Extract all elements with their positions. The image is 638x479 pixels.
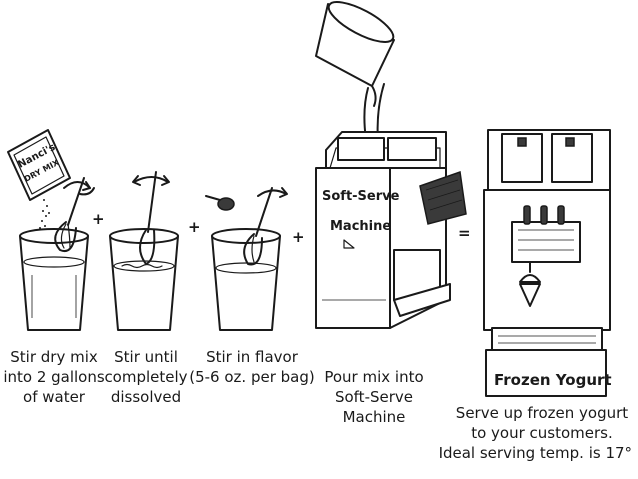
- caption-step-3: Stir in flavor (5-6 oz. per bag): [189, 348, 314, 386]
- soft-serve-machine-label-1: Soft-Serve: [322, 189, 400, 204]
- caption-step-2-line-3: dissolved: [111, 388, 181, 406]
- cup-3: [211, 228, 281, 331]
- frozen-yogurt-label: Frozen Yogurt: [494, 371, 612, 389]
- powder-stream: [39, 199, 50, 229]
- caption-step-4-line-2: Soft-Serve: [335, 388, 413, 406]
- ice-cream-cone-icon: [519, 274, 541, 307]
- caption-step-2-line-2: completely: [104, 368, 187, 386]
- flavor-scoop-icon: [205, 195, 235, 211]
- cup-1: [19, 228, 89, 331]
- dispenser-handle-icon: [419, 170, 467, 225]
- pouring-pitcher-icon: [315, 1, 395, 107]
- stir-arrow-icon: [132, 175, 170, 186]
- equals-sign: =: [458, 224, 471, 242]
- plus-sign-1: +: [92, 210, 105, 228]
- caption-step-5-line-2: to your customers.: [471, 424, 613, 442]
- stir-arrow-icon: [63, 181, 95, 196]
- caption-step-4-line-3: Machine: [343, 408, 406, 426]
- whisk-icon: [243, 187, 273, 266]
- caption-step-5-line-3: Ideal serving temp. is 17° F: [439, 444, 638, 462]
- soft-serve-machine-label-2: Machine: [330, 219, 391, 234]
- caption-step-3-line-2: (5-6 oz. per bag): [189, 368, 314, 386]
- whisk-icon: [54, 177, 85, 252]
- whisk-icon: [139, 171, 157, 265]
- plus-sign-2: +: [188, 218, 201, 236]
- plus-sign-3: +: [292, 228, 305, 246]
- cup-2: [109, 228, 179, 331]
- caption-step-2-line-1: Stir until: [114, 348, 178, 366]
- caption-step-3-line-1: Stir in flavor: [206, 348, 299, 366]
- caption-step-1: Stir dry mix into 2 gallons of water: [3, 348, 105, 406]
- caption-step-2: Stir until completely dissolved: [104, 348, 187, 406]
- caption-step-1-line-1: Stir dry mix: [10, 348, 98, 366]
- tap-handle-icon: [523, 205, 565, 225]
- caption-step-4: Pour mix into Soft-Serve Machine: [324, 368, 423, 426]
- caption-step-1-line-2: into 2 gallons: [3, 368, 105, 386]
- caption-step-5: Serve up frozen yogurt to your customers…: [439, 404, 638, 462]
- dry-mix-bag: Nanci's DRY MIX: [7, 129, 71, 201]
- frozen-yogurt-machine: Frozen Yogurt: [483, 129, 612, 397]
- caption-step-4-line-1: Pour mix into: [324, 368, 423, 386]
- caption-step-1-line-3: of water: [23, 388, 86, 406]
- caption-step-5-line-1: Serve up frozen yogurt: [456, 404, 629, 422]
- soft-serve-machine: Soft-Serve Machine: [315, 131, 467, 329]
